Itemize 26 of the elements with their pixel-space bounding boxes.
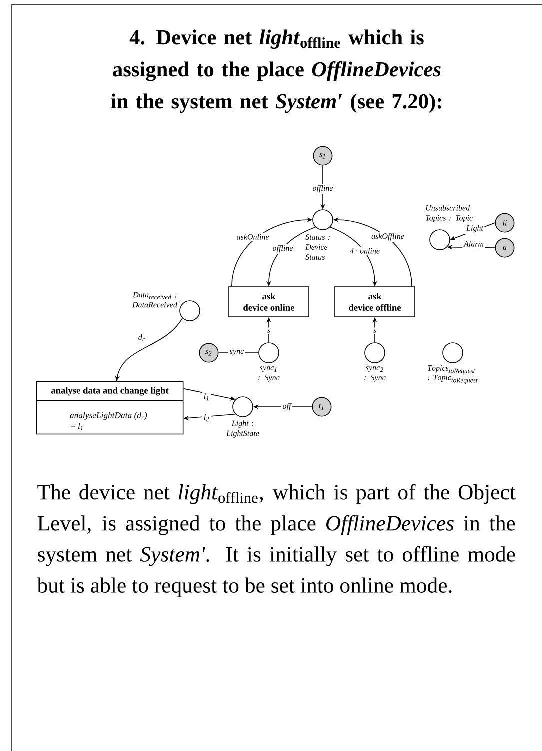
arc-label: askOffline	[370, 232, 406, 242]
place-label: sync$_{1}$ : Sync	[258, 366, 280, 382]
arc-label: off	[281, 402, 293, 412]
place-label: Unsubscribed Topics : Topic	[426, 205, 473, 222]
transition-box: ask device offline	[334, 286, 416, 318]
arc-label: Alarm	[462, 240, 486, 248]
arc-label: l$_{1}$	[202, 392, 212, 402]
arc-label: l$_{2}$	[202, 413, 212, 423]
place-label: Status : Device Status	[306, 234, 330, 260]
arc-label: offline	[311, 184, 335, 194]
arc-label: s	[372, 328, 378, 334]
transition-box: analyse data and change light analyseLightData (d$_{r}$) = l$_{1}$	[36, 381, 184, 435]
place-label: sync$_{2}$ : Sync	[364, 366, 386, 382]
arc-label: askOnline	[235, 232, 271, 242]
place-label: Data$_{received}$ : DataReceived	[132, 292, 178, 308]
place-label: Light : LightState	[226, 420, 260, 438]
arc-label: d$_{r}$	[137, 333, 147, 343]
arc-label: s	[266, 328, 272, 334]
transition-box: ask device online	[228, 286, 310, 318]
title: 4. Device net light$_{offline}$ which is assigned to the place OfflineDevices in the system net System′ (see 7.20):	[111, 30, 442, 114]
arc-label: offline	[271, 244, 295, 254]
caption: The device net light$_{offline}$, which is part of the Object Level, is assigned to the place OfflineDevices in the system net System′. It is initially set to offline mode but is able to request to be set into online mode.	[37, 484, 516, 598]
arc-label: 4 · online	[348, 246, 382, 256]
place-label: $\begin{array}{l}\mathit{Topics}_{\mathit{toRequest}}\\ :\mathit{Topic}_{\mathit{toRequest}}\end{array}$	[428, 366, 478, 384]
arc-label: sync	[228, 348, 246, 358]
arc-label: Light	[465, 224, 485, 234]
